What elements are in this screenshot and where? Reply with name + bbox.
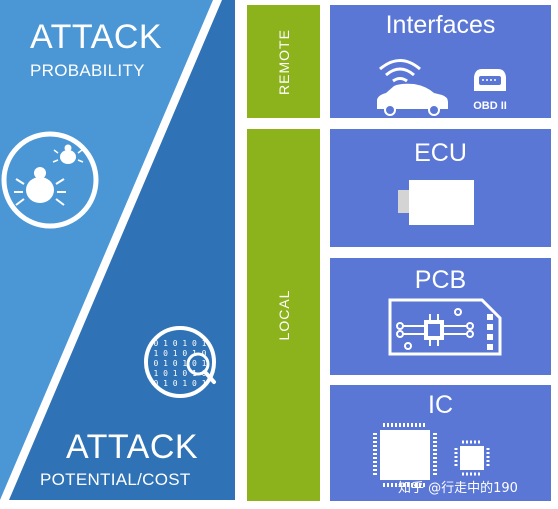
circuit-board-icon [388, 298, 502, 356]
interfaces-title: Interfaces [385, 11, 496, 39]
local-band: LOCAL [247, 129, 320, 501]
watermark: 知乎 @行走中的190 [398, 481, 518, 496]
ic-title: IC [428, 391, 453, 419]
remote-label: REMOTE [275, 28, 292, 95]
obd-connector-icon [474, 69, 506, 91]
ecu-title: ECU [414, 139, 467, 167]
svg-text:0 1 0 1 0 1: 0 1 0 1 0 1 [154, 359, 207, 368]
ic-icons [373, 423, 490, 487]
attack-probability-title: ATTACK [30, 18, 163, 56]
svg-text:1 0 1 0 1 0: 1 0 1 0 1 0 [154, 349, 207, 358]
attack-probability-subtitle: PROBABILITY [30, 61, 145, 80]
svg-text:1 0 1 0 1 0: 1 0 1 0 1 0 [154, 369, 207, 378]
remote-band: REMOTE [247, 5, 320, 118]
ecu-box: ECU [330, 129, 551, 247]
small-chip-icon [454, 440, 490, 476]
interfaces-icons: OBD II [377, 59, 507, 116]
interfaces-box: Interfaces OBD II [330, 5, 551, 118]
pcb-title: PCB [414, 266, 467, 294]
ecu-module-icon [398, 180, 474, 225]
attack-panel-background: 0 1 0 1 0 1 1 0 1 0 1 0 0 1 0 1 0 1 1 0 … [0, 0, 235, 500]
large-chip-icon [373, 423, 437, 487]
svg-text:0 1 0 1 0 1: 0 1 0 1 0 1 [154, 379, 207, 388]
svg-text:0 1 0 1 0 1: 0 1 0 1 0 1 [154, 339, 207, 348]
local-label: LOCAL [275, 289, 292, 341]
attack-cost-subtitle: POTENTIAL/COST [40, 470, 191, 489]
attack-panel: 0 1 0 1 0 1 1 0 1 0 1 0 0 1 0 1 0 1 1 0 … [0, 0, 235, 509]
pcb-box: PCB [330, 258, 551, 375]
attack-cost-title: ATTACK [66, 428, 199, 466]
probability-region [0, 0, 213, 500]
bugs-icon [1, 131, 99, 229]
binary-magnifier-icon: 0 1 0 1 0 1 1 0 1 0 1 0 0 1 0 1 0 1 1 0 … [144, 326, 216, 398]
wireless-car-icon [377, 59, 448, 116]
obd-label: OBD II [473, 100, 507, 112]
ic-box: IC [330, 385, 551, 501]
